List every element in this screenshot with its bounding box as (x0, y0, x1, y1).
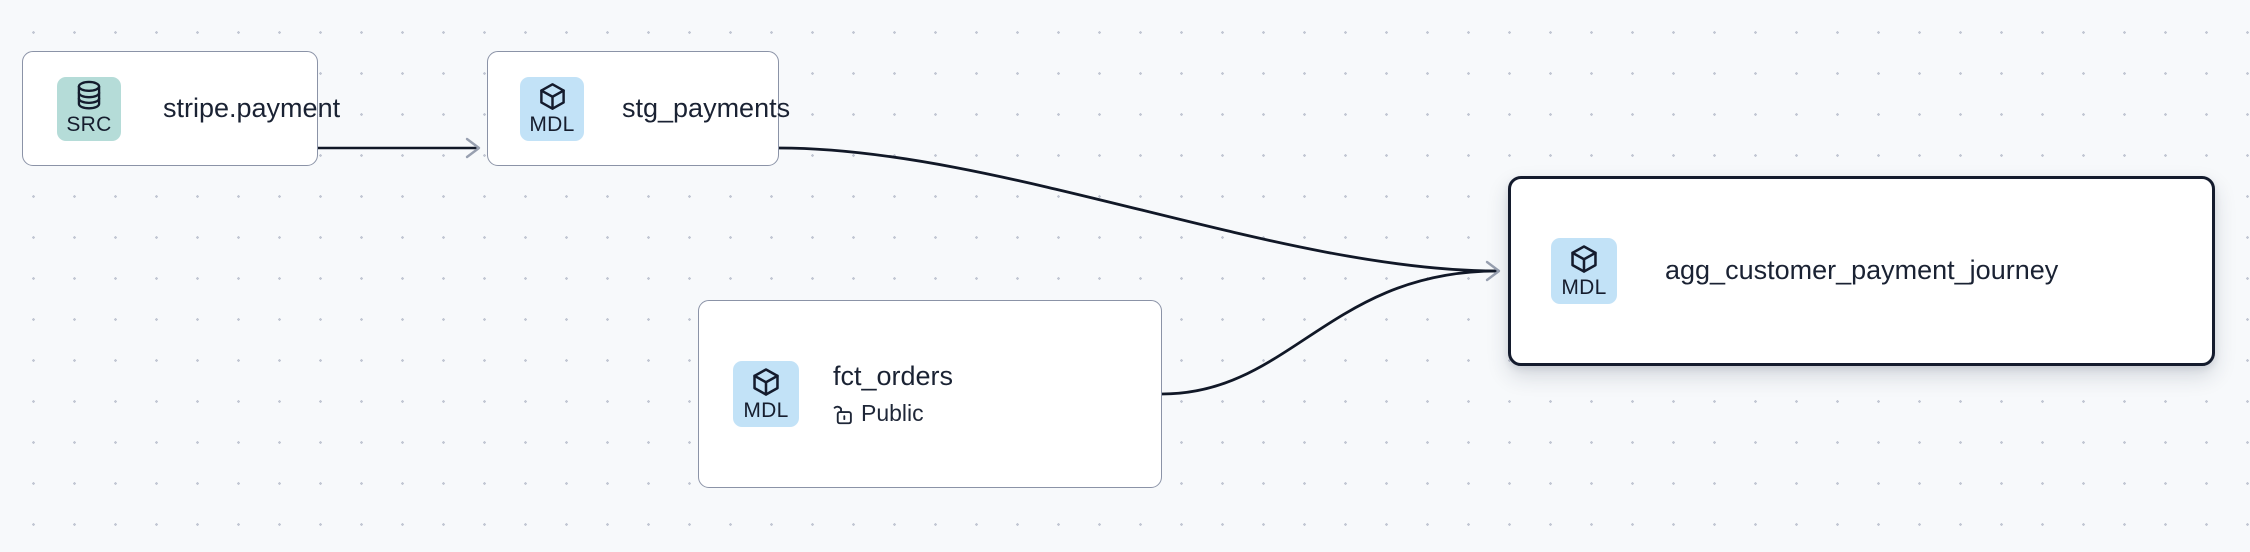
node-fct-orders[interactable]: MDL fct_orders Public (698, 300, 1162, 488)
cube-icon (1568, 243, 1600, 275)
cube-icon (750, 366, 782, 398)
source-badge-label: SRC (66, 113, 112, 136)
model-badge: MDL (1551, 238, 1617, 304)
node-title: stripe.payment (163, 92, 341, 123)
source-badge: SRC (57, 76, 121, 141)
node-body: stripe.payment (163, 93, 340, 124)
node-title: fct_orders (833, 361, 954, 392)
node-stg-payments[interactable]: MDL stg_payments (487, 51, 790, 166)
model-badge-label: MDL (529, 112, 575, 136)
node-visibility-label: Public (861, 399, 924, 426)
node-title: stg_payments (622, 92, 791, 123)
cube-icon (537, 81, 568, 112)
node-stripe-payment[interactable]: SRC stripe.payment (22, 51, 340, 166)
model-badge-label: MDL (1561, 275, 1607, 299)
node-body: agg_customer_payment_journey (1665, 255, 2058, 286)
unlock-icon (833, 402, 853, 425)
edge-fct-orders-to-agg-customer-payment-journey (1161, 269, 1498, 396)
model-badge-label: MDL (743, 398, 789, 422)
database-icon (74, 80, 104, 112)
node-body: fct_orders Public (833, 361, 953, 426)
edge-stripe-payment-to-stg-payments (318, 137, 481, 159)
node-title: agg_customer_payment_journey (1665, 255, 2059, 286)
node-body: stg_payments (622, 93, 790, 124)
arrowhead-icon (1485, 260, 1501, 282)
node-agg-customer-payment-journey[interactable]: MDL agg_customer_payment_journey (1508, 176, 2215, 366)
model-badge: MDL (520, 76, 584, 141)
edge-stg-payments-to-agg-customer-payment-journey (778, 146, 1498, 273)
model-badge: MDL (733, 361, 799, 427)
node-visibility: Public (833, 400, 953, 427)
